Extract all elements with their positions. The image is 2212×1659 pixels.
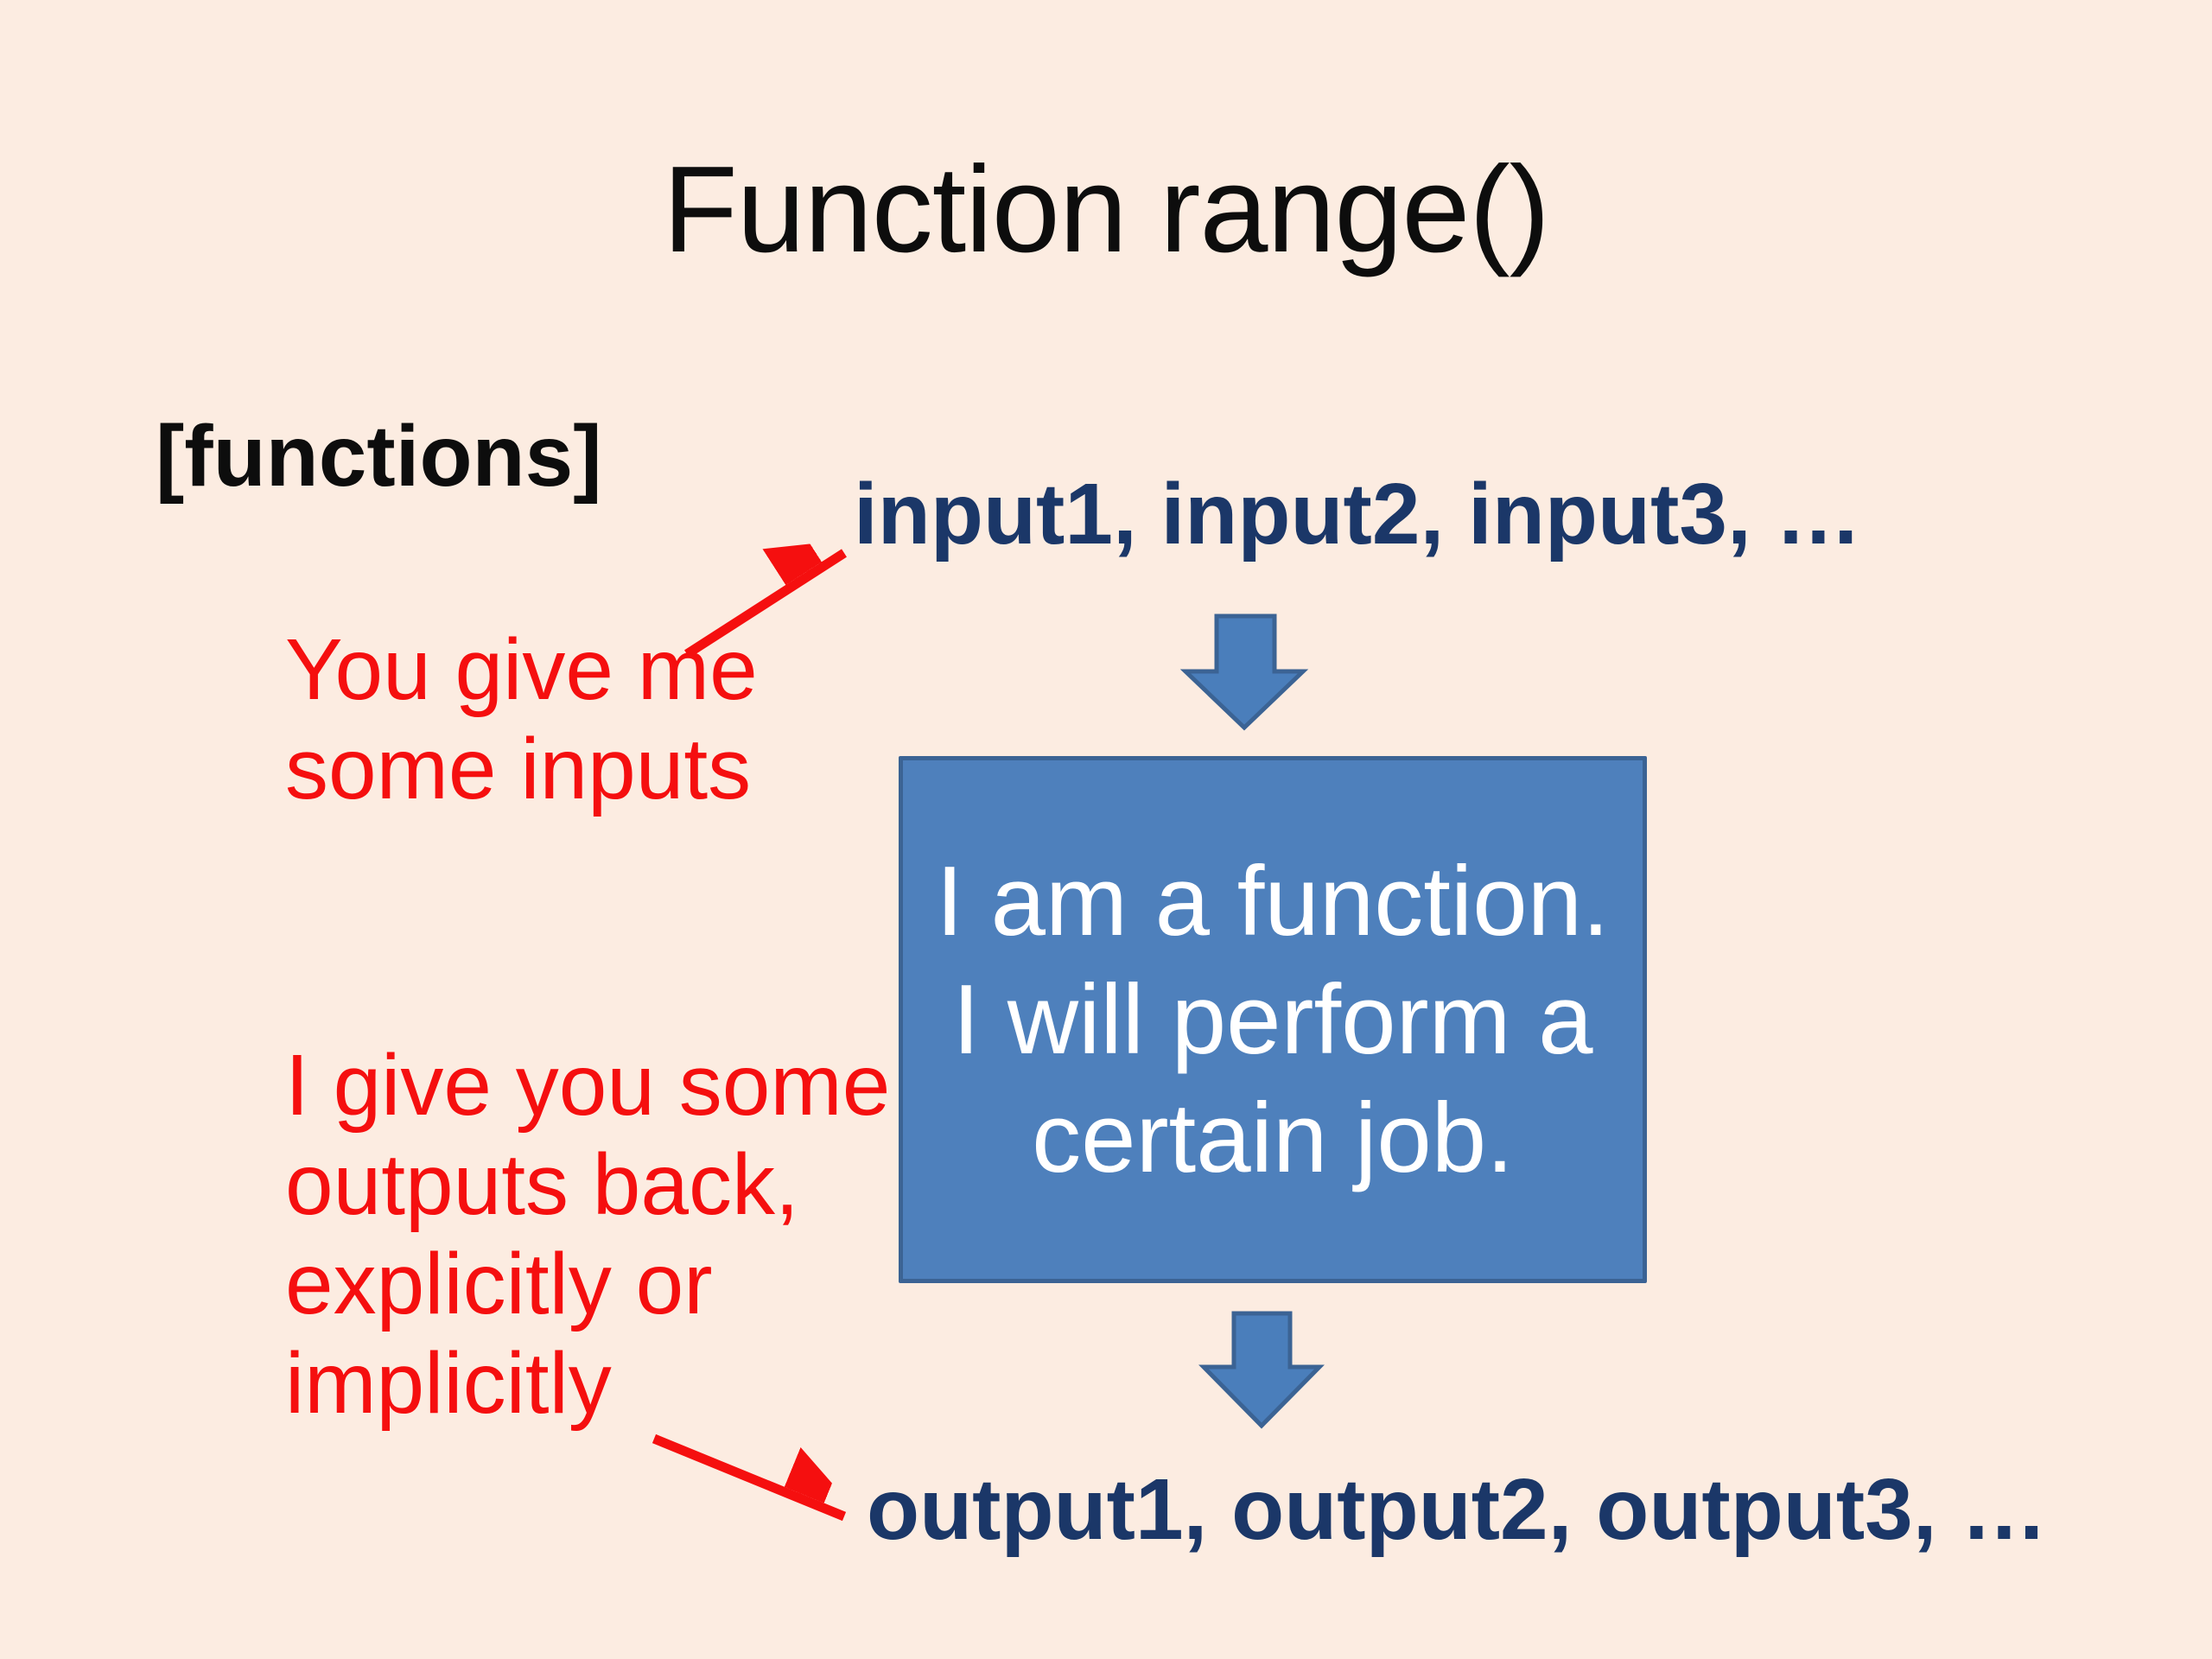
outputs-annotation: I give you some outputs back, explicitly…: [285, 1036, 890, 1433]
red-arrow-to-outputs-icon: [652, 1433, 847, 1522]
function-box-line: I will perform a: [952, 964, 1593, 1075]
outputs-text: output1, output2, output3, …: [867, 1461, 2048, 1558]
function-box: I am a function. I will perform a certai…: [899, 756, 1647, 1283]
outputs-annotation-line: outputs back,: [285, 1136, 799, 1233]
inputs-annotation-line: You give me: [285, 621, 758, 718]
outputs-annotation-line: I give you some: [285, 1037, 891, 1134]
functions-label: [functions]: [156, 408, 602, 505]
slide-title: Function range(): [663, 141, 1550, 278]
inputs-annotation-line: some inputs: [285, 721, 752, 817]
inputs-annotation: You give me some inputs: [285, 620, 758, 819]
function-box-line: I am a function.: [936, 846, 1610, 957]
down-arrow-inputs-to-box-icon: [1179, 613, 1309, 731]
outputs-annotation-line: implicitly: [285, 1335, 612, 1432]
red-arrow-to-inputs-icon: [684, 536, 847, 658]
function-box-line: certain job.: [1032, 1083, 1514, 1193]
inputs-text: input1, input2, input3, …: [854, 466, 1862, 563]
outputs-annotation-line: explicitly or: [285, 1236, 713, 1332]
down-arrow-box-to-outputs-icon: [1198, 1311, 1325, 1429]
